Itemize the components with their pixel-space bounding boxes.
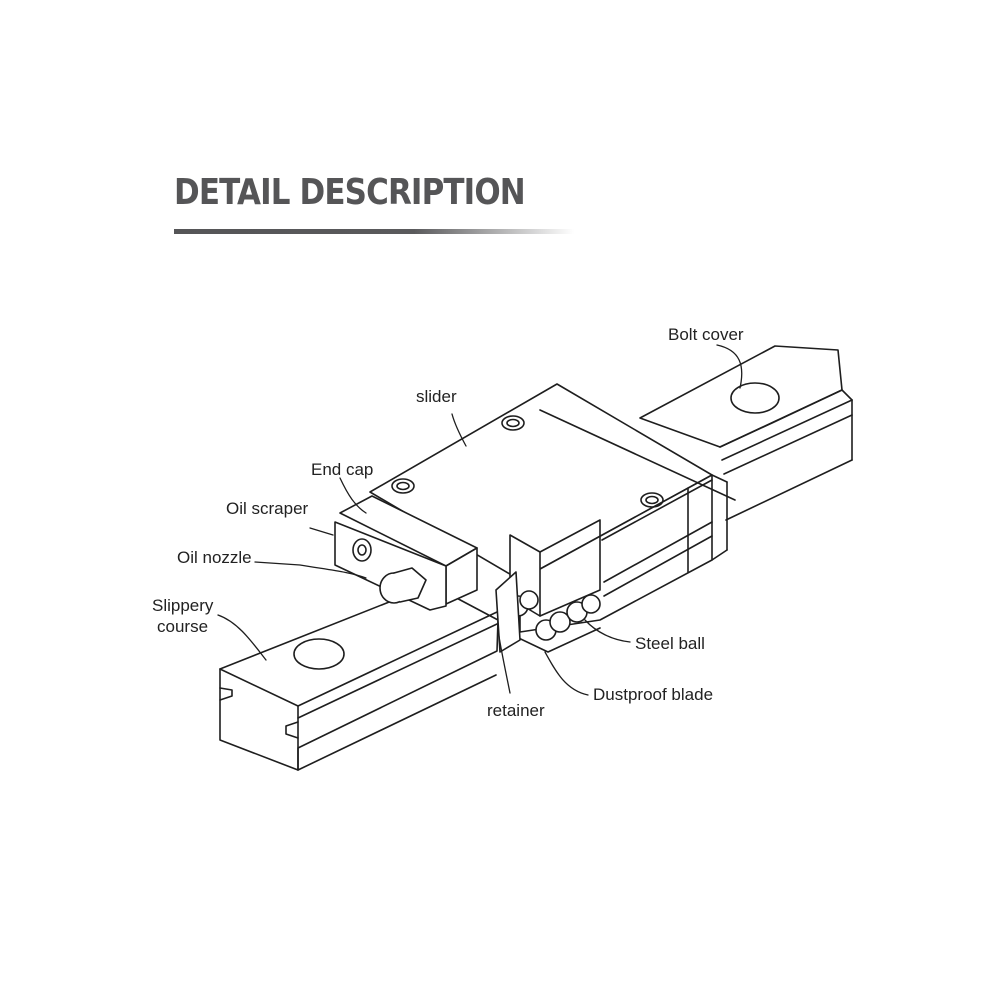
label-oil-scraper: Oil scraper (226, 499, 309, 518)
rail-back (639, 345, 853, 521)
label-retainer: retainer (487, 701, 545, 720)
title-underline (174, 229, 574, 234)
label-slippery-course-line1: Slippery (152, 596, 214, 615)
steel-balls (507, 590, 601, 641)
leader-lines (217, 344, 743, 696)
mount-hole (501, 415, 525, 431)
label-oil-nozzle: Oil nozzle (177, 548, 252, 567)
label-slippery-course-line2: course (157, 617, 208, 636)
label-slider: slider (416, 387, 457, 406)
label-steel-ball: Steel ball (635, 634, 705, 653)
oil-nozzle-port (352, 538, 372, 562)
rail-front (219, 584, 499, 771)
bolt-hole-front (293, 638, 345, 670)
bolt-hole-back (730, 382, 780, 414)
label-bolt-cover: Bolt cover (668, 325, 744, 344)
page-title: DETAIL DESCRIPTION (174, 172, 526, 213)
label-dustproof-blade: Dustproof blade (593, 685, 713, 704)
mount-hole (640, 492, 664, 508)
oil-nozzle (379, 567, 427, 604)
end-cap (334, 495, 478, 611)
mount-hole (391, 478, 415, 494)
label-end-cap: End cap (311, 460, 373, 479)
